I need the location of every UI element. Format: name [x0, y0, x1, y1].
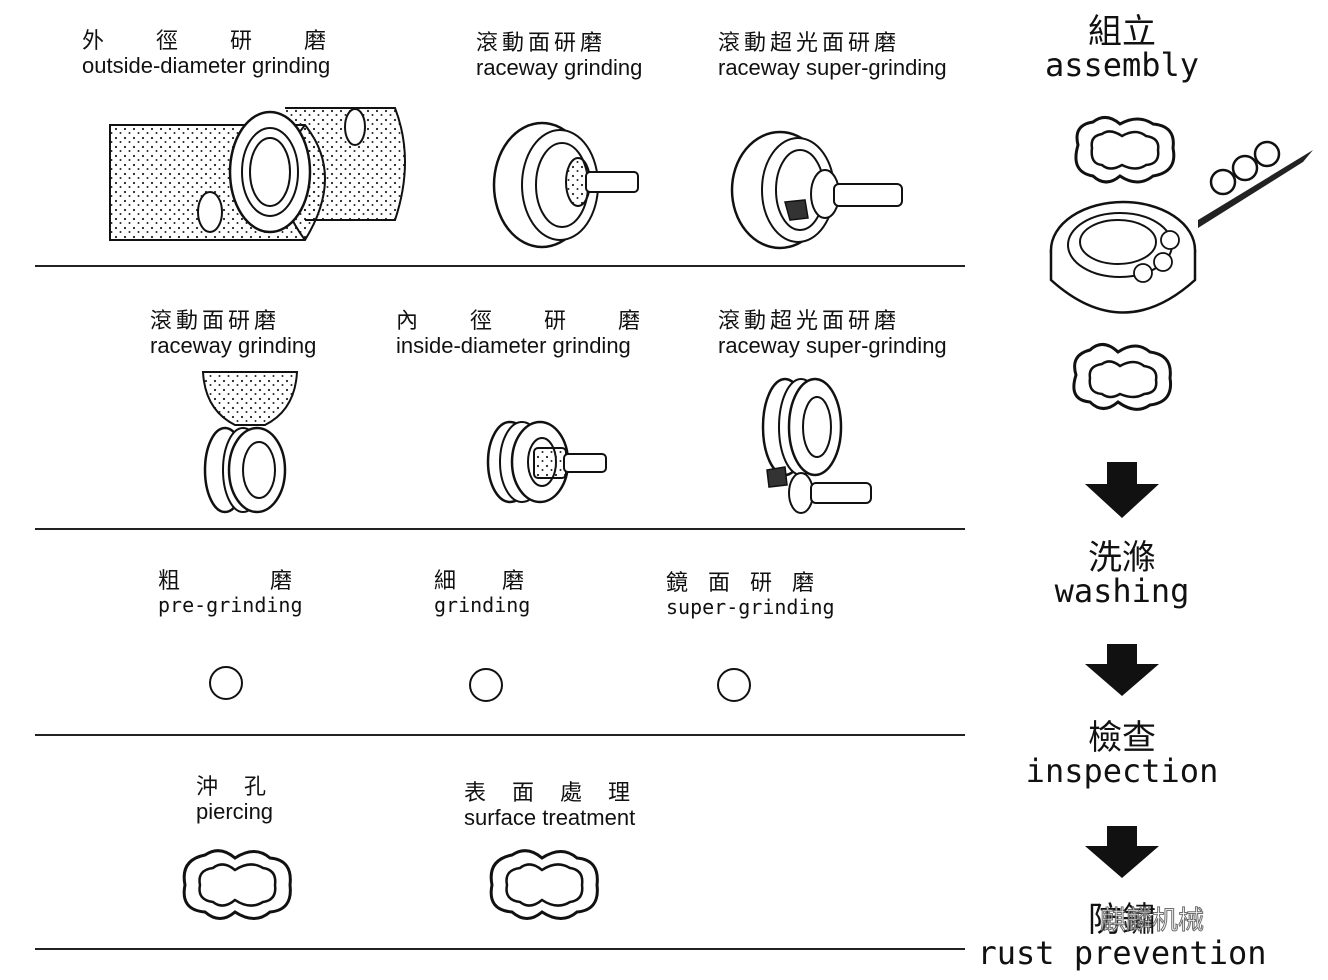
- label-en: super-grinding: [666, 595, 835, 620]
- down-arrow-icon: [1085, 826, 1159, 878]
- row-divider-1: [35, 265, 965, 267]
- label-zh: 表面處理: [464, 781, 657, 806]
- label-zh: 滾動超光面研磨: [718, 309, 901, 334]
- flow-assembly-zh: 組立: [1088, 12, 1156, 52]
- row-divider-2: [35, 528, 965, 530]
- down-arrow-icon: [1085, 462, 1159, 518]
- flow-rust-prevention-en: rust prevention: [977, 934, 1267, 972]
- flow-washing-en: washing: [1054, 572, 1190, 610]
- raceway-grinding-illustration-2: [201, 371, 299, 514]
- raceway-super-illustration-2: [761, 377, 872, 514]
- raceway-super-illustration-1: [730, 130, 903, 250]
- label-en: raceway super-grinding: [718, 55, 947, 81]
- label-raceway-super-2: 滾動超光面研磨 raceway super-grinding: [718, 309, 947, 359]
- label-en: surface treatment: [464, 805, 636, 831]
- label-super-grinding: 鏡面研磨 super-grinding: [666, 571, 835, 620]
- ball-pre-grinding: [209, 666, 243, 700]
- label-grinding: 細磨 grinding: [434, 569, 571, 618]
- label-raceway-grinding-1: 滾動面研磨 raceway grinding: [476, 31, 643, 81]
- label-zh: 內徑研磨: [396, 309, 693, 334]
- label-en: outside-diameter grinding: [82, 53, 331, 79]
- label-raceway-grinding-2: 滾動面研磨 raceway grinding: [150, 309, 317, 359]
- label-en: raceway grinding: [150, 333, 317, 359]
- label-zh: 滾動面研磨: [476, 31, 607, 56]
- cage-illustration-surface: [489, 849, 599, 920]
- label-en: raceway super-grinding: [718, 333, 947, 359]
- label-zh: 粗磨: [158, 569, 383, 594]
- label-piercing: 沖孔 piercing: [196, 775, 293, 825]
- raceway-grinding-illustration-1: [492, 121, 639, 249]
- label-raceway-super-1: 滾動超光面研磨 raceway super-grinding: [718, 31, 947, 81]
- flow-rust-prevention-zh: 防鏽: [1088, 900, 1156, 940]
- flow-washing-zh: 洗滌: [1088, 538, 1156, 578]
- label-en: piercing: [196, 799, 274, 825]
- od-grinding-illustration: [109, 107, 406, 241]
- label-od-grinding: 外徑研磨 outside-diameter grinding: [82, 29, 379, 79]
- label-en: raceway grinding: [476, 55, 643, 81]
- flow-inspection-zh: 檢查: [1088, 718, 1156, 758]
- id-grinding-illustration: [486, 420, 607, 504]
- row-divider-3: [35, 734, 965, 736]
- label-pre-grinding: 粗磨 pre-grinding: [158, 569, 383, 618]
- label-id-grinding: 內徑研磨 inside-diameter grinding: [396, 309, 693, 359]
- label-zh: 滾動超光面研磨: [718, 31, 901, 56]
- watermark: 麒麟机械: [1099, 906, 1205, 937]
- label-zh: 細磨: [434, 569, 571, 594]
- ball-grinding: [469, 668, 503, 702]
- ball-super-grinding: [717, 668, 751, 702]
- label-en: grinding: [434, 593, 531, 618]
- down-arrow-icon: [1085, 644, 1159, 696]
- flow-assembly-en: assembly: [1044, 46, 1200, 84]
- label-en: pre-grinding: [158, 593, 303, 618]
- label-surface-treatment: 表面處理 surface treatment: [464, 781, 657, 831]
- label-zh: 外徑研磨: [82, 29, 379, 54]
- label-zh: 滾動面研磨: [150, 309, 281, 334]
- cage-illustration-piercing: [182, 849, 292, 920]
- label-en: inside-diameter grinding: [396, 333, 631, 359]
- assembly-illustration: [1049, 116, 1313, 411]
- row-divider-4: [35, 948, 965, 950]
- flow-inspection-en: inspection: [1025, 752, 1219, 790]
- label-zh: 沖孔: [196, 775, 293, 800]
- label-zh: 鏡面研磨: [666, 571, 835, 596]
